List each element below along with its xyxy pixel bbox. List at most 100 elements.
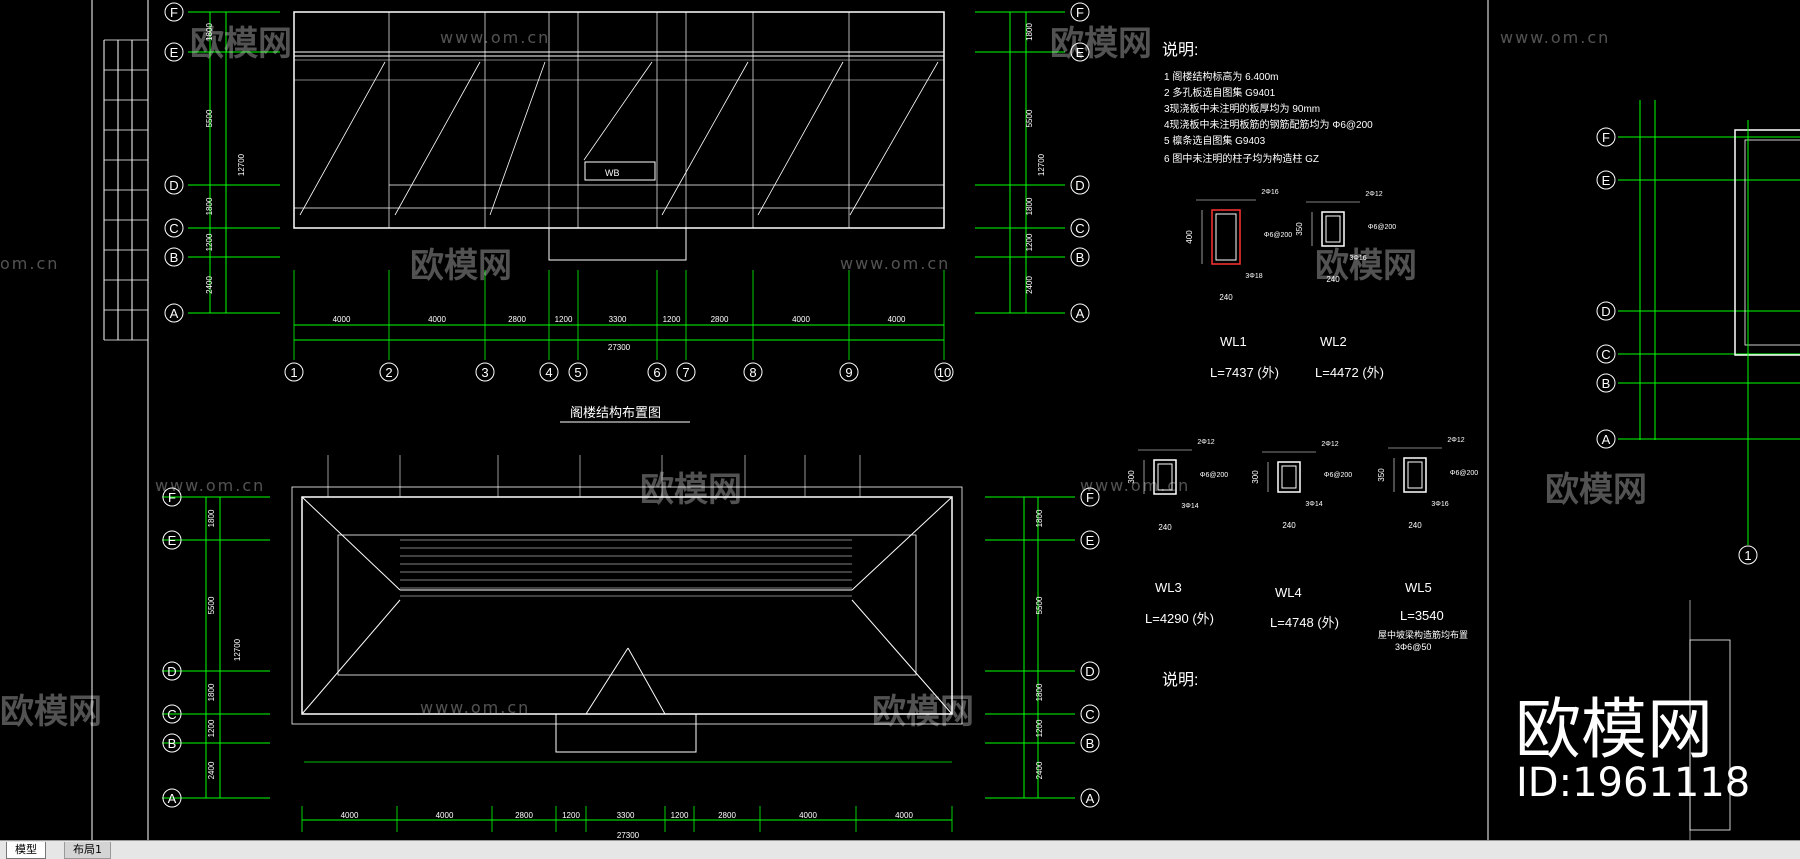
dim-text: 240 (1219, 293, 1233, 302)
section-wl4-name: WL4 (1275, 585, 1302, 600)
axis-bubble (162, 661, 182, 681)
rebar-text: Φ6@200 (1450, 470, 1478, 477)
note-5: 5 檩条选自图集 G9403 (1164, 136, 1266, 147)
axis-label: B (168, 736, 177, 751)
axis-bubble (284, 362, 304, 382)
dim-text: 1200 (671, 811, 689, 820)
axis-bubble (164, 175, 184, 195)
dim-text: 2800 (515, 811, 533, 820)
axis-bubble (162, 487, 182, 507)
beam-stirrup (1325, 215, 1341, 243)
dim-text: 27300 (608, 343, 631, 352)
roof-ridge-box (337, 534, 917, 676)
axis-label: C (1085, 707, 1094, 722)
rebar-text: 2Φ12 (1447, 437, 1464, 444)
axis-bubble (162, 733, 182, 753)
dim-text: 240 (1408, 521, 1422, 530)
dim-text: 2400 (205, 276, 214, 294)
tab-layout1[interactable]: 布局1 (64, 842, 111, 859)
dim-text: 5500 (1025, 109, 1034, 127)
dim-text: 2400 (1035, 761, 1044, 779)
rebar-text: 3Φ18 (1245, 273, 1262, 280)
axis-bubble (1080, 487, 1100, 507)
axis-label: E (1076, 45, 1085, 60)
note-3: 3现浇板中未注明的板厚均为 90mm (1164, 104, 1321, 115)
axis-label: 9 (845, 365, 852, 380)
dim-text: 2800 (711, 315, 729, 324)
dim-text: 350 (1295, 222, 1304, 236)
section-wl2-name: WL2 (1320, 334, 1347, 349)
axis-bubble (1080, 733, 1100, 753)
axis-bubble (1596, 301, 1616, 321)
wb-box (584, 161, 656, 181)
dim-text: 1200 (562, 811, 580, 820)
roof-eave (291, 486, 963, 725)
rebar-text: Φ6@200 (1264, 232, 1292, 239)
tab-model[interactable]: 模型 (6, 842, 46, 859)
roof-hip (851, 599, 953, 715)
big-watermark-id: ID:1961118 (1516, 760, 1751, 806)
plan-bump (548, 227, 687, 261)
dim-text: 3300 (617, 811, 635, 820)
plan-title: 阁楼结构布置图 (570, 405, 662, 420)
beam-section (1403, 457, 1427, 493)
axis-bubble (539, 362, 559, 382)
dim-text: 1800 (207, 683, 216, 701)
slab-diagonal (394, 61, 481, 216)
roof-valley (627, 647, 666, 715)
dim-text: 4000 (333, 315, 351, 324)
axis-label: C (169, 221, 178, 236)
axis-label: 6 (653, 365, 660, 380)
slab-diagonal (489, 61, 546, 216)
rebar-text: 3Φ16 (1349, 255, 1366, 262)
axis-label: D (1601, 304, 1610, 319)
dim-text: 350 (1377, 468, 1386, 482)
axis-label: A (1602, 432, 1611, 447)
dim-text: 1800 (1035, 509, 1044, 527)
dim-text: 12700 (1037, 153, 1046, 176)
axis-label: 3 (481, 365, 488, 380)
axis-bubble (162, 788, 182, 808)
section-wl5-name: WL5 (1405, 580, 1432, 595)
axis-label: 1 (290, 365, 297, 380)
roof-outline (301, 496, 953, 715)
axis-label: C (1075, 221, 1084, 236)
dim-text: 1200 (205, 233, 214, 251)
dim-text: 1800 (205, 23, 214, 41)
plan-outline (293, 11, 945, 229)
axis-bubble (164, 218, 184, 238)
axis-bubble (379, 362, 399, 382)
right-plan-inner (1744, 139, 1800, 346)
slab-diagonal (757, 61, 844, 216)
axis-label: A (1076, 306, 1085, 321)
section-wl4-length: L=4748 (外) (1270, 615, 1340, 630)
axis-bubble (162, 530, 182, 550)
axis-label: D (1075, 178, 1084, 193)
detail-box (1689, 639, 1731, 831)
dim-text: 1200 (663, 315, 681, 324)
wb-label: WB (605, 168, 620, 178)
section-wl1-name: WL1 (1220, 334, 1247, 349)
notes-heading: 说明: (1162, 42, 1199, 59)
rebar-text: Φ6@200 (1200, 472, 1228, 479)
dim-text: 1800 (1025, 197, 1034, 215)
axis-label: D (169, 178, 178, 193)
dim-text: 2800 (508, 315, 526, 324)
axis-label: B (170, 250, 179, 265)
dim-text: 1200 (555, 315, 573, 324)
axis-label: 4 (545, 365, 552, 380)
axis-label: B (1086, 736, 1095, 751)
big-watermark-brand: 欧模网 (1515, 691, 1713, 768)
axis-bubble (1070, 175, 1090, 195)
roof-bump (555, 713, 697, 753)
slab-diagonal (583, 61, 653, 161)
axis-label: B (1602, 376, 1611, 391)
section-wl1-length: L=7437 (外) (1210, 365, 1280, 380)
right-plan-outline (1734, 129, 1800, 356)
axis-bubble (568, 362, 588, 382)
axis-bubble (1070, 2, 1090, 22)
rebar-text: 2Φ12 (1197, 439, 1214, 446)
section-wl3-name: WL3 (1155, 580, 1182, 595)
